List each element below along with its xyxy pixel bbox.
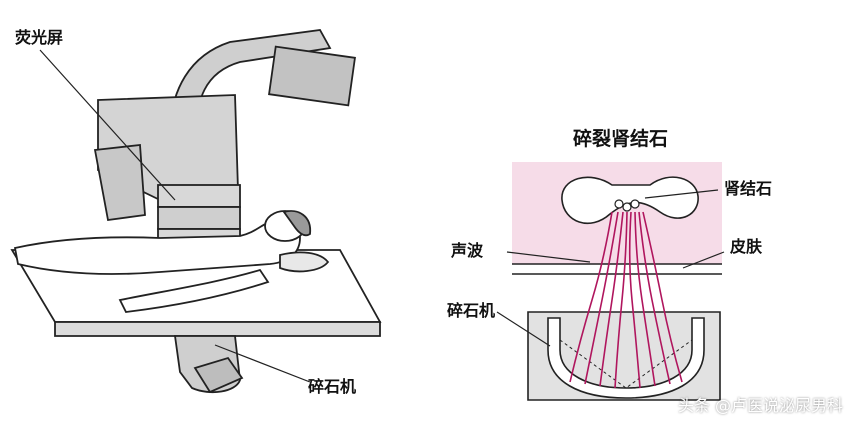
title-right: 碎裂肾结石 bbox=[573, 128, 669, 150]
label-screen: 荧光屏 bbox=[15, 28, 64, 47]
patient-hair bbox=[282, 210, 311, 237]
shock-waves bbox=[569, 211, 683, 389]
stone-2 bbox=[622, 202, 632, 212]
label-lithotripter-left: 碎石机 bbox=[308, 377, 357, 396]
stone-1 bbox=[614, 199, 624, 209]
fluoro-head bbox=[268, 45, 356, 107]
unit-ring-2 bbox=[157, 206, 241, 230]
label-kidney-stone: 肾结石 bbox=[724, 179, 773, 198]
left-illustration bbox=[10, 29, 382, 394]
unit-ring-1 bbox=[157, 184, 241, 208]
device-reflector bbox=[547, 317, 705, 399]
watermark: 头条 @卢医说泌尿男科 bbox=[677, 396, 843, 415]
patient-arm bbox=[118, 268, 270, 313]
label-skin: 皮肤 bbox=[730, 237, 763, 256]
label-lithotripter-right: 碎石机 bbox=[447, 301, 496, 320]
pillow bbox=[279, 251, 330, 273]
label-sound-wave: 声波 bbox=[451, 241, 484, 260]
right-illustration bbox=[496, 162, 725, 401]
stone-3 bbox=[630, 199, 640, 209]
